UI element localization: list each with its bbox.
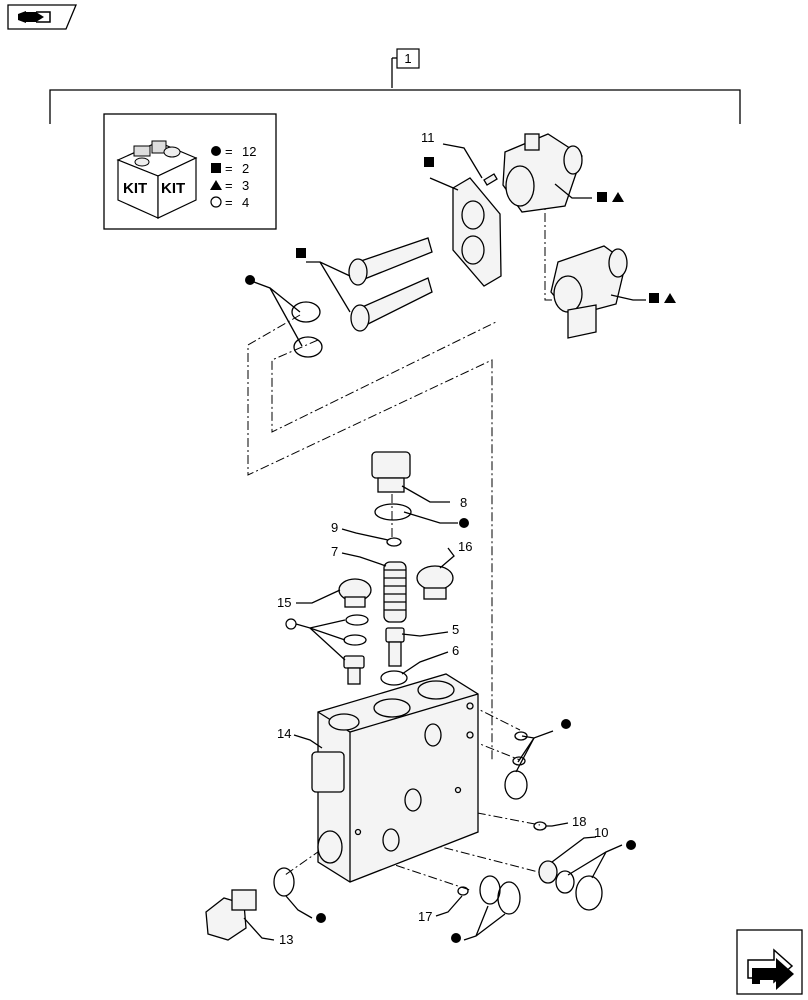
- square-symbol: [424, 157, 434, 167]
- kit-text-right: KIT: [161, 180, 185, 197]
- callout-17: 17: [418, 909, 432, 924]
- callout-labels: 11 8 9 7 16 15 5 6 14 18 10 17 13: [277, 130, 608, 947]
- kit-row-eq-4: =: [225, 195, 233, 210]
- callout-14: 14: [277, 726, 291, 741]
- part-17-rings: [457, 875, 521, 915]
- kit-row-count-3: 3: [242, 178, 249, 193]
- kit-row-eq-2: =: [225, 161, 233, 176]
- callout-8: 8: [460, 495, 467, 510]
- filled-triangle-symbol: [210, 180, 222, 190]
- forward-arrow-icon: [747, 948, 794, 990]
- part-14-valve-body: [311, 673, 479, 883]
- part-5-valve: [385, 627, 405, 667]
- filled-circle-symbol: [561, 719, 571, 729]
- part-11-plate: [452, 177, 502, 287]
- kit-row-count-2: 2: [242, 161, 249, 176]
- part-8-plug: [371, 451, 411, 493]
- assembly-label: 1: [404, 51, 411, 66]
- solenoid-upper: [502, 133, 583, 213]
- part-9-washer: [386, 537, 402, 547]
- filled-circle-symbol: [211, 146, 221, 156]
- spool-pin-upper: [348, 237, 433, 286]
- filled-square-symbol: [211, 163, 221, 173]
- callout-10: 10: [594, 825, 608, 840]
- filled-circle-symbol: [245, 275, 255, 285]
- part-10-fitting: [538, 860, 603, 911]
- solenoid-lower: [550, 245, 628, 339]
- kit-text-left: KIT: [123, 180, 147, 197]
- o-rings-top: [291, 301, 323, 358]
- kit-row-eq-3: =: [225, 178, 233, 193]
- filled-circle-symbol: [626, 840, 636, 850]
- kit-legend: KIT KIT = 12 = 2 = 3 = 4: [103, 113, 277, 230]
- open-circle-symbol: [210, 196, 222, 208]
- kit-row-eq-1: =: [225, 144, 233, 159]
- filled-circle-symbol: [451, 933, 461, 943]
- part-13-plug: [205, 889, 257, 941]
- triangle-symbol: [664, 293, 676, 303]
- part-6-o-ring: [380, 670, 408, 686]
- callout-15: 15: [277, 595, 291, 610]
- filled-circle-symbol: [316, 913, 326, 923]
- part-11-bolt: [483, 173, 498, 186]
- part-16-plug: [416, 565, 454, 600]
- callout-16: 16: [458, 539, 472, 554]
- callout-13: 13: [279, 932, 293, 947]
- next-page-button[interactable]: [736, 929, 803, 995]
- book-arrow-icon: [18, 11, 51, 23]
- part-15-seal-rings: [343, 614, 369, 685]
- o-ring-left-lower: [273, 867, 295, 897]
- callout-9: 9: [331, 520, 338, 535]
- kit-row-count-1: 12: [242, 144, 256, 159]
- part-15-plug: [338, 578, 372, 608]
- square-symbol: [649, 293, 659, 303]
- o-rings-right-upper: [504, 731, 528, 800]
- callout-11: 11: [421, 130, 435, 145]
- callout-7: 7: [331, 544, 338, 559]
- kit-row-count-4: 4: [242, 195, 249, 210]
- part-18-o-ring: [533, 821, 547, 831]
- kit-symbols: [245, 157, 676, 943]
- callout-6: 6: [452, 643, 459, 658]
- part-7-spring: [383, 561, 407, 623]
- spool-pin-lower: [350, 277, 433, 332]
- square-symbol: [597, 192, 607, 202]
- leader-lines: [243, 143, 646, 941]
- part-8-o-ring: [374, 503, 412, 521]
- prev-page-button[interactable]: [7, 4, 77, 30]
- square-symbol: [296, 248, 306, 258]
- filled-circle-symbol: [459, 518, 469, 528]
- open-circle-symbol: [285, 618, 297, 630]
- callout-5: 5: [452, 622, 459, 637]
- kit-box-icon: KIT KIT: [116, 140, 198, 219]
- assembly-bracket: 1: [49, 48, 741, 124]
- callout-18: 18: [572, 814, 586, 829]
- triangle-symbol: [612, 192, 624, 202]
